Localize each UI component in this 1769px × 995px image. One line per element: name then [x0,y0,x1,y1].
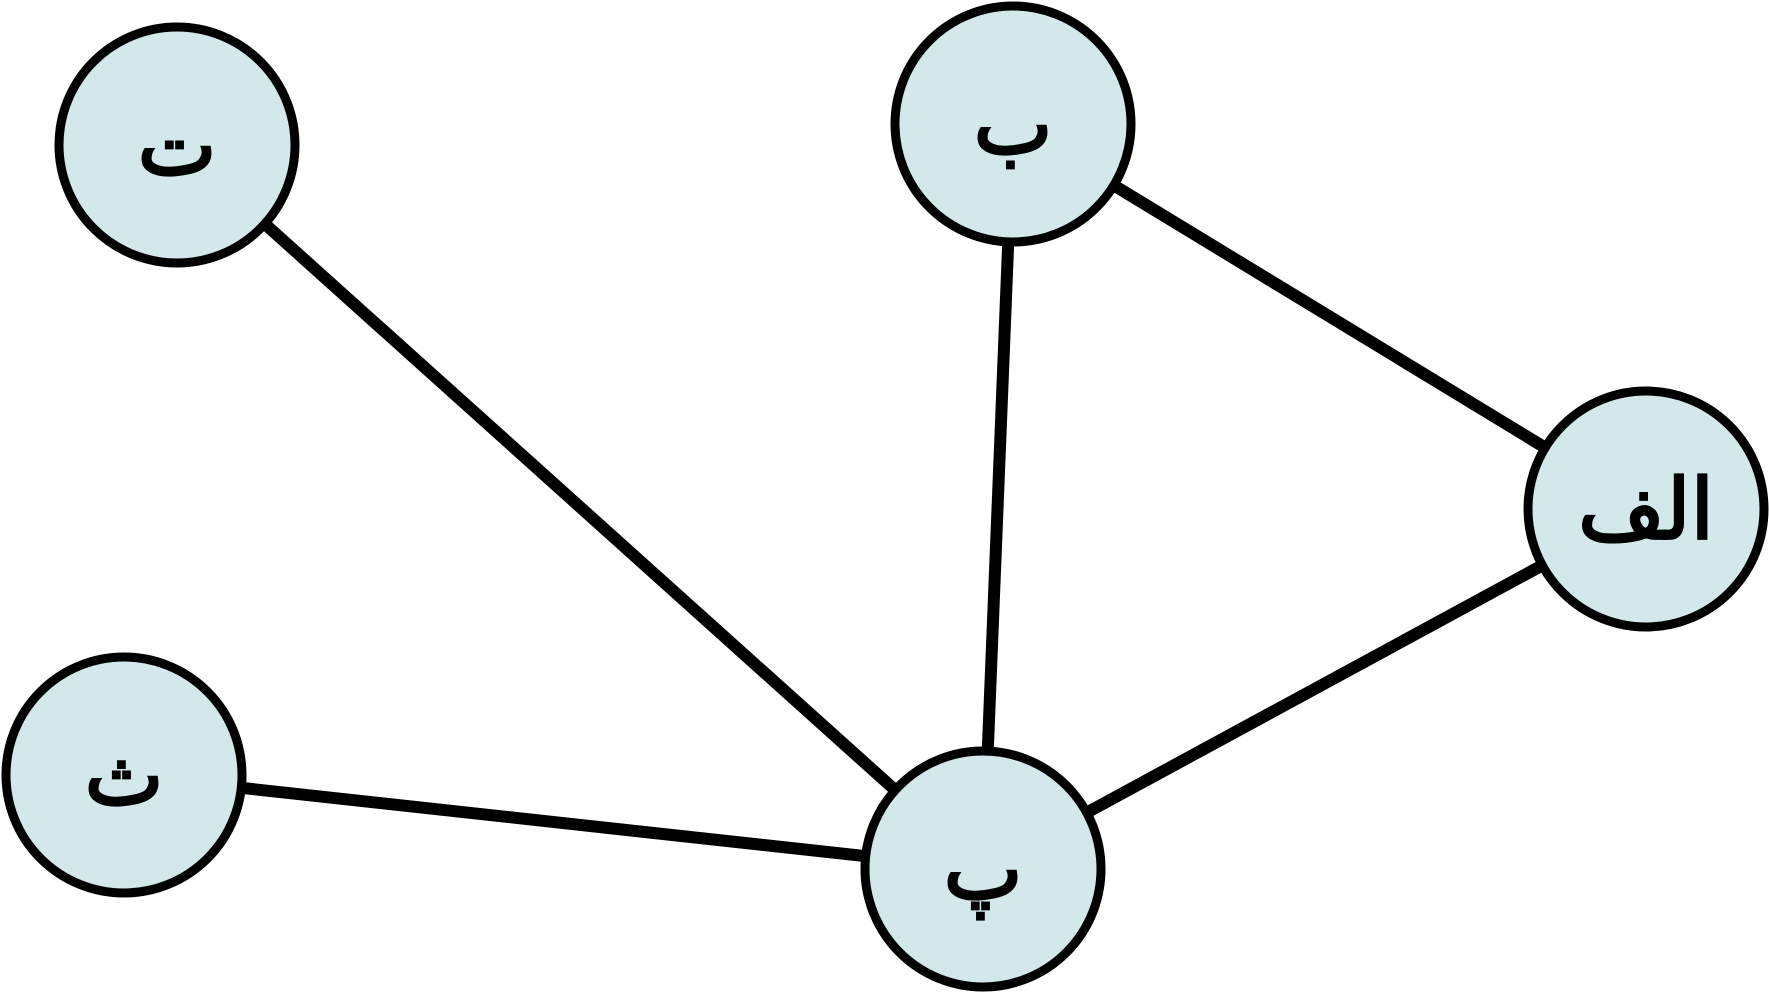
node-te-label: ت [137,96,216,195]
node-se-label: ث [84,726,163,825]
node-alef-circle [1523,386,1769,632]
node-se-circle [1,652,247,898]
edge-se-pe [123,769,984,875]
node-pe: پ [860,746,1106,992]
node-se: ث [1,652,247,898]
node-te: ت [54,22,300,268]
node-pe-label: پ [943,820,1022,921]
node-alef: الف [1523,386,1769,632]
edge-be-pe [977,123,1019,870]
node-be: ب [890,1,1136,247]
node-pe-circle [860,746,1106,992]
node-be-circle [890,1,1136,247]
edge-te-pe [172,140,988,874]
edge-alef-pe [980,503,1649,875]
edges-layer [123,118,1650,875]
node-te-circle [54,22,300,268]
node-alef-label: الف [1578,460,1714,559]
node-be-label: ب [973,75,1052,174]
edge-be-alef [1009,118,1650,515]
